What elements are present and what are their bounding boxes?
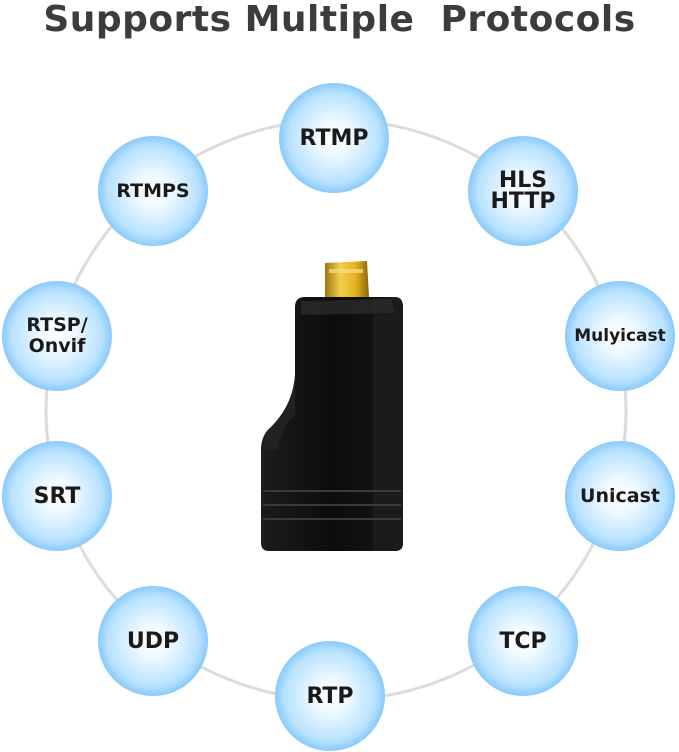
protocol-label: HLS HTTP [490, 168, 556, 214]
page-title: Supports Multiple Protocols [43, 0, 636, 40]
protocol-node-tcp: TCP [468, 586, 578, 696]
protocol-node-unicast: Unicast [565, 441, 675, 551]
protocol-node-hls-http: HLS HTTP [468, 136, 578, 246]
protocol-label: RTMPS [116, 179, 190, 202]
protocol-node-rtmp: RTMP [279, 83, 389, 193]
protocol-node-srt: SRT [2, 441, 112, 551]
protocol-node-udp: UDP [98, 586, 208, 696]
protocol-label: Mulyicast [574, 325, 666, 346]
protocol-label: SRT [33, 483, 81, 509]
device-body [261, 297, 403, 551]
protocol-label: RTMP [299, 125, 369, 151]
protocol-node-rtp: RTP [275, 641, 385, 751]
protocol-node-rtsp-onvif: RTSP/ Onvif [2, 281, 112, 391]
protocol-label: UDP [126, 628, 180, 654]
protocol-label: RTSP/ Onvif [26, 314, 88, 357]
protocol-node-multicast: Mulyicast [565, 281, 675, 391]
hdmi-encoder-device-image [261, 261, 403, 551]
protocol-label: Unicast [580, 484, 660, 507]
protocol-node-rtmps: RTMPS [98, 136, 208, 246]
protocol-label: TCP [499, 628, 547, 654]
protocol-label: RTP [306, 683, 354, 709]
